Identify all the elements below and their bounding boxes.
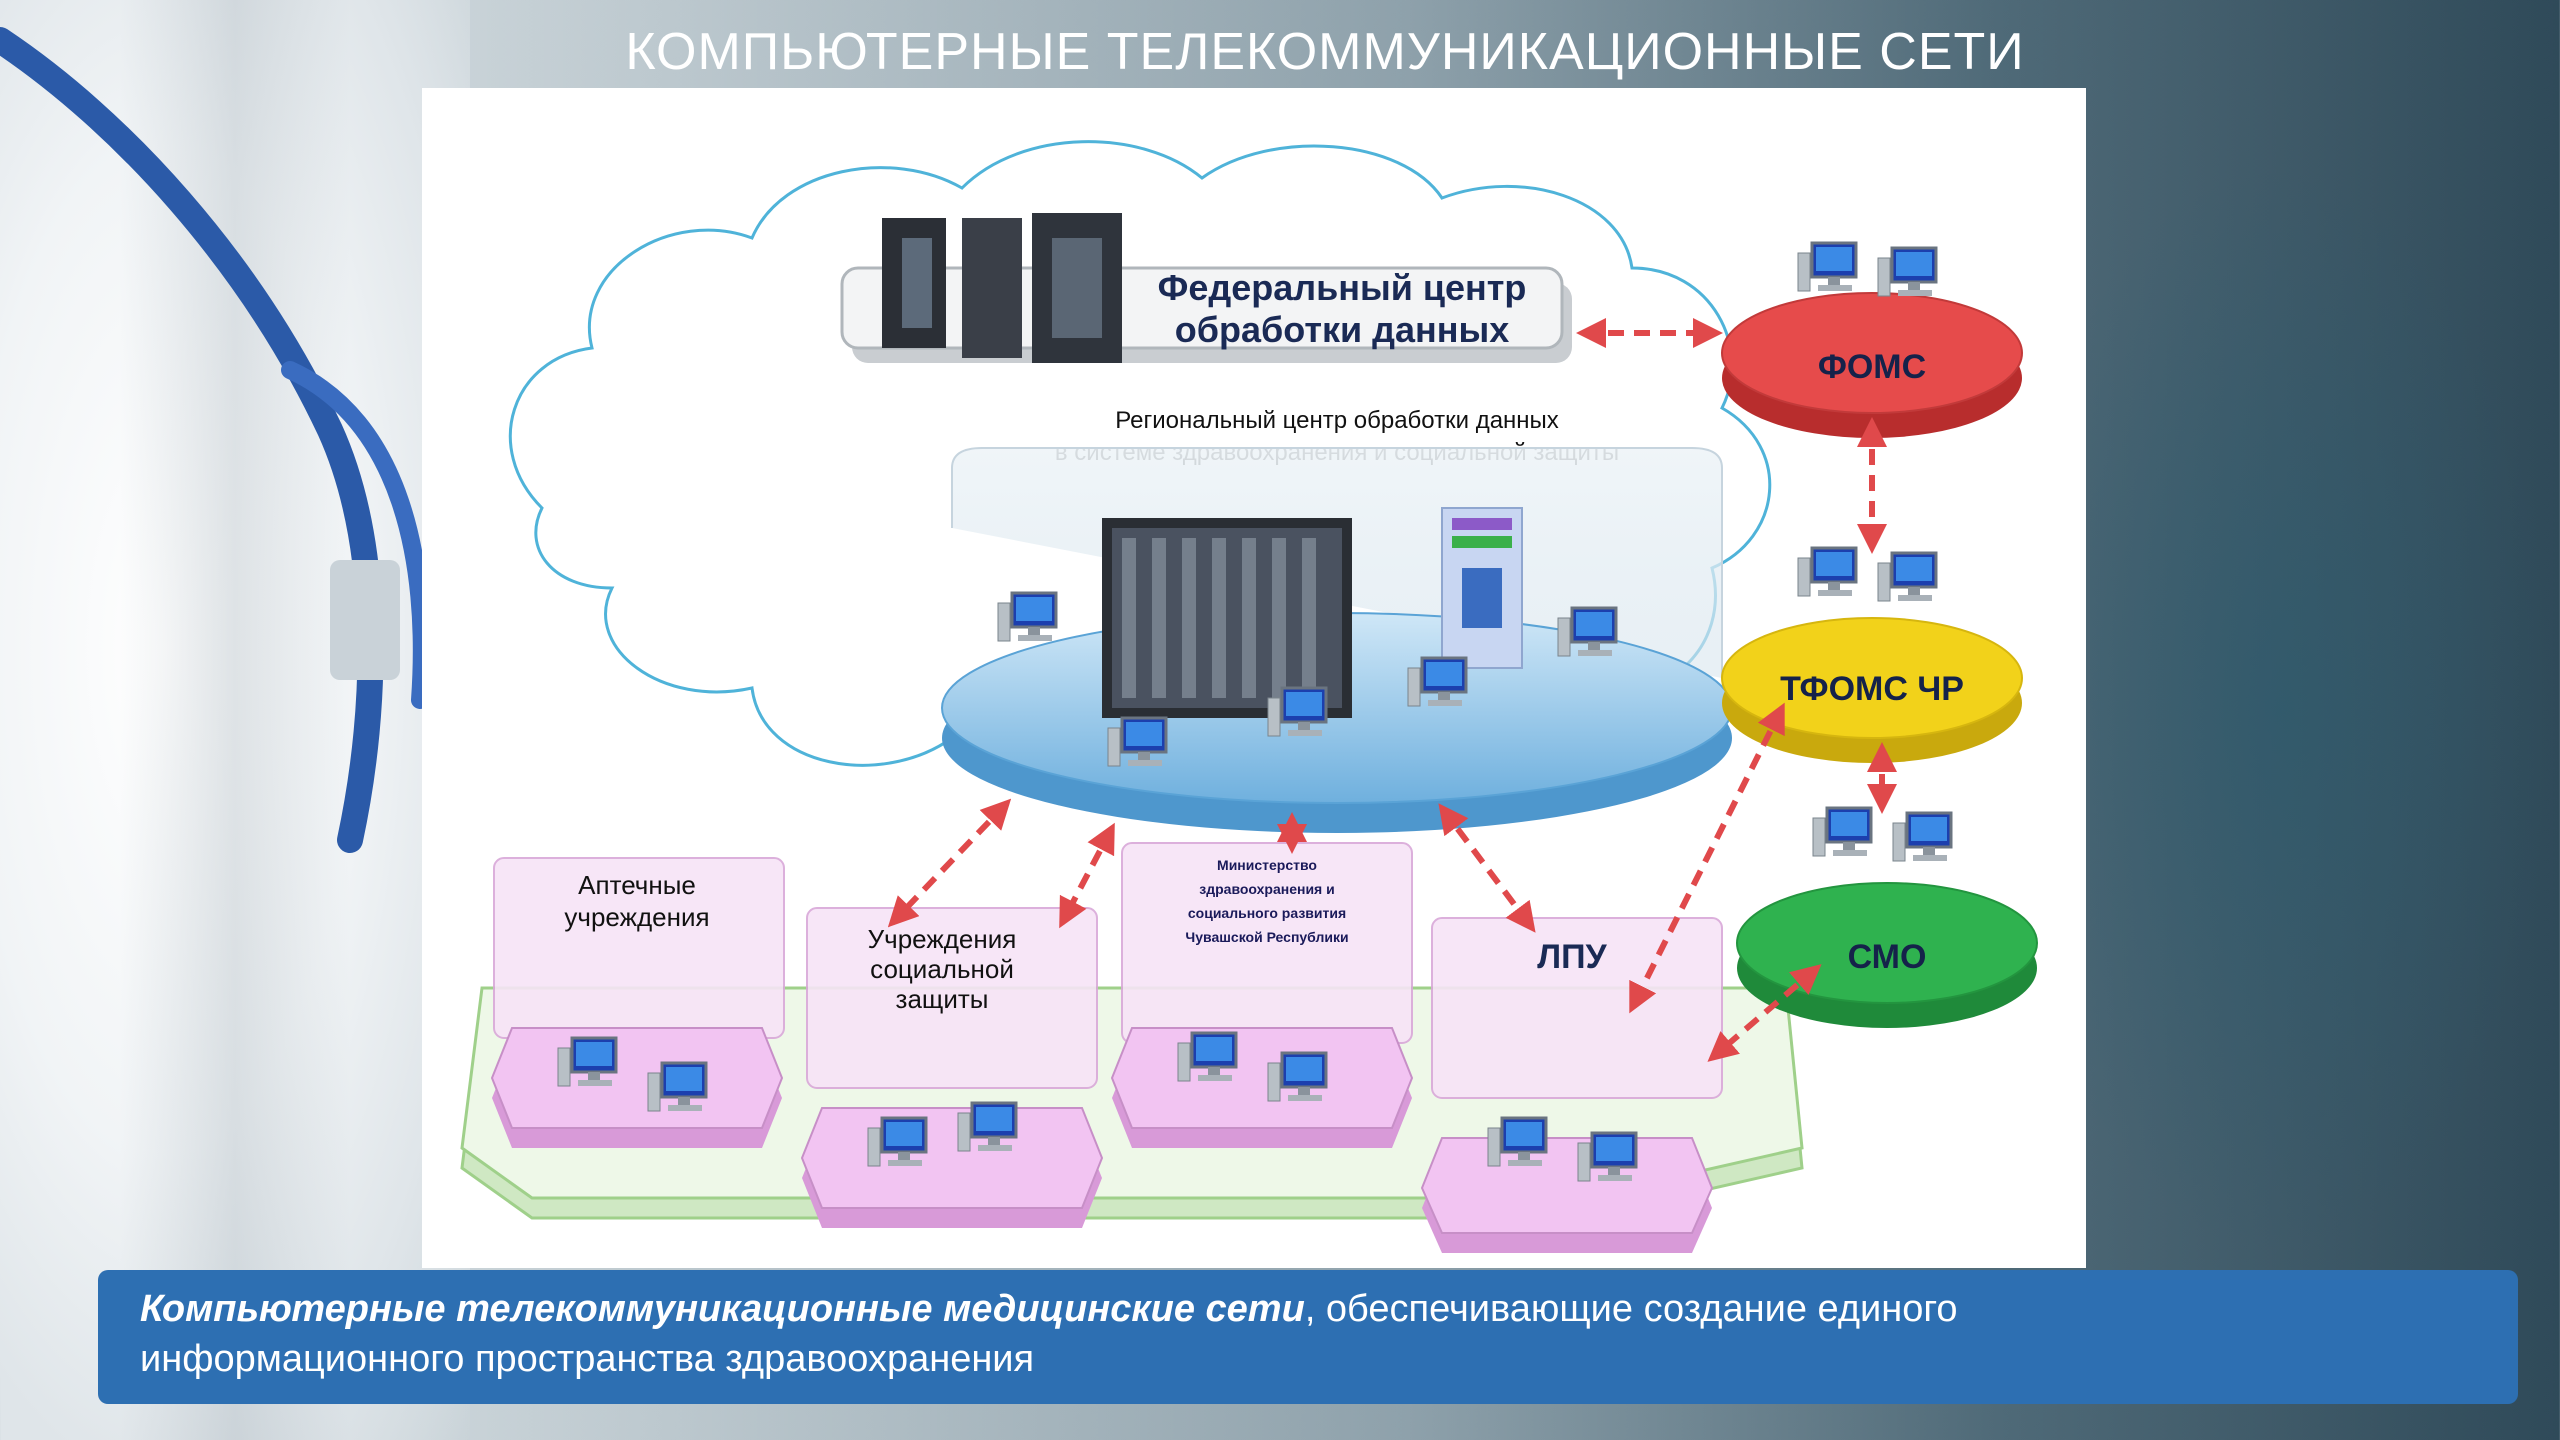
social-label-line3: защиты xyxy=(896,984,989,1014)
pharmacy-label-line2: учреждения xyxy=(564,902,709,932)
regional-center-line1: Региональный центр обработки данных xyxy=(1115,407,1559,434)
social-label-line2: социальной xyxy=(870,954,1014,984)
caption-line2: информационного пространства здравоохран… xyxy=(140,1338,1035,1380)
foms-label: ФОМС xyxy=(1818,348,1926,386)
regional-center-node: Региональный центр обработки данных в си… xyxy=(941,407,1733,833)
caption-rest: , обеспечивающие создание единого xyxy=(1304,1288,1958,1330)
tfoms-node: ТФОМС ЧР xyxy=(1721,546,2023,763)
ministry-node: Министерство здравоохранения и социально… xyxy=(1110,842,1414,1148)
ministry-label-line1: Министерство xyxy=(1217,857,1317,873)
network-diagram: Федеральный центр обработки данных Регио… xyxy=(460,140,2038,1253)
arrow-tfoms-lpu xyxy=(1629,702,1785,1014)
caption-banner: Компьютерные телекоммуникационные медици… xyxy=(98,1270,2518,1404)
tfoms-label: ТФОМС ЧР xyxy=(1780,670,1964,708)
lpu-label: ЛПУ xyxy=(1537,938,1607,976)
server-rack-icon xyxy=(882,213,1122,363)
ministry-label-line2: здравоохранения и xyxy=(1199,881,1334,897)
ministry-label-line4: Чувашской Республики xyxy=(1185,929,1348,945)
arrow-center-social xyxy=(887,798,1012,928)
lpu-node: ЛПУ xyxy=(1420,917,1723,1253)
pharmacy-node: Аптечные учреждения xyxy=(490,857,785,1148)
arrow-smo-lpu xyxy=(1707,964,1822,1062)
blade-server-icon xyxy=(1102,518,1352,738)
pharmacy-label-line1: Аптечные xyxy=(578,870,696,900)
ministry-label-line3: социального развития xyxy=(1188,905,1346,921)
social-protection-node: Учреждения социальной защиты xyxy=(800,907,1104,1228)
smo-node: СМО xyxy=(1736,806,2038,1028)
caption-emphasis: Компьютерные телекоммуникационные медици… xyxy=(140,1288,1305,1330)
pc-icon xyxy=(1811,806,1873,858)
connection-arrows xyxy=(887,318,1897,1062)
pc-icon xyxy=(1796,241,1858,293)
federal-center-node: Федеральный центр обработки данных xyxy=(840,213,1572,363)
foms-node: ФОМС xyxy=(1721,241,2023,438)
background-coat xyxy=(0,0,470,1440)
pc-icon xyxy=(1876,551,1938,603)
pc-icon xyxy=(1891,811,1953,863)
federal-center-line1: Федеральный центр xyxy=(1158,267,1527,308)
slide-title: КОМПЬЮТЕРНЫЕ ТЕЛЕКОММУНИКАЦИОННЫЕ СЕТИ xyxy=(625,23,2025,81)
pc-icon xyxy=(1876,246,1938,298)
stethoscope-illustration xyxy=(0,27,431,853)
social-label-line1: Учреждения xyxy=(868,924,1017,954)
federal-center-line2: обработки данных xyxy=(1175,309,1509,350)
network-diagram-panel: Федеральный центр обработки данных Регио… xyxy=(422,88,2086,1268)
smo-label: СМО xyxy=(1848,938,1927,976)
arrow-center-social-2 xyxy=(1059,822,1115,929)
background-blur xyxy=(2090,160,2560,1260)
pc-icon xyxy=(1796,546,1858,598)
database-panel-icon xyxy=(1441,507,1523,669)
